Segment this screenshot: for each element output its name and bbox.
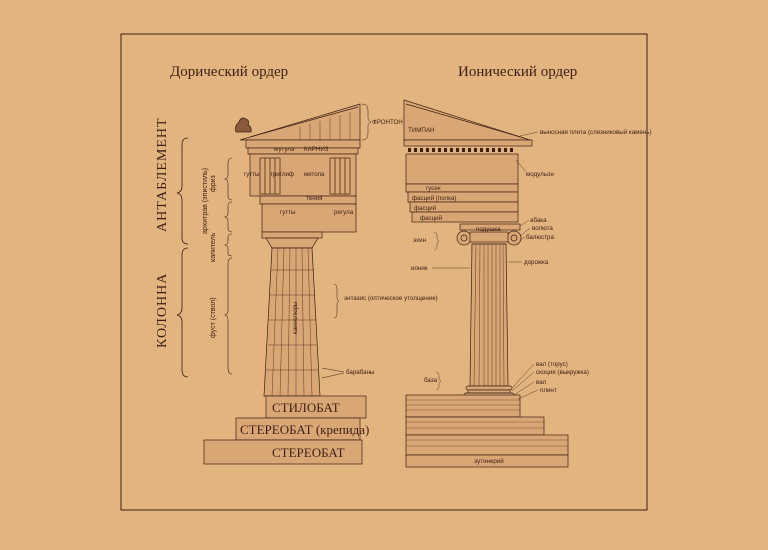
triglyphs — [259, 157, 351, 195]
ionic-step-2 — [405, 416, 545, 436]
doric-title: Дорический ордер — [170, 64, 288, 80]
diagram-frame — [120, 33, 648, 511]
ionic-corona — [403, 139, 533, 147]
drums-label: барабаны — [346, 369, 375, 376]
plinth-label: плинт — [540, 387, 557, 394]
ionic-euthynteria — [405, 454, 569, 468]
cornice-label: КАРНИЗ — [304, 146, 329, 153]
ionic-frieze — [405, 153, 519, 185]
regula-label: регула — [334, 209, 354, 216]
metope-label: метопа — [304, 171, 325, 178]
drums-arrows — [321, 367, 345, 379]
tympanum-label: ТИМПАН — [408, 127, 434, 134]
echinus-label: эхин — [413, 237, 426, 244]
corona-label: выносная плита (слезниковый камень) — [540, 129, 652, 136]
track-label: дорожка — [524, 259, 549, 266]
fascia-2-label: фасций — [420, 215, 443, 222]
modillion-label: модульон — [526, 171, 554, 178]
scotia-label: скоция (выкружка) — [536, 369, 589, 376]
ionic-fascia-2 — [411, 211, 519, 223]
volute-right — [506, 230, 522, 246]
doric-order — [203, 103, 367, 465]
ionic-torus — [465, 385, 513, 391]
section-braces — [176, 137, 189, 378]
doric-flutes — [271, 247, 313, 397]
pulvinus-label: подушка — [476, 226, 501, 233]
shaft-label: фуст (ствол) — [210, 297, 217, 338]
guttae-top-label: гутты — [244, 171, 260, 178]
cymatium-label: гусек — [426, 185, 441, 192]
volute-left — [456, 230, 472, 246]
stereobate-krepida-label: СТЕРЕОБАТ (крепида) — [240, 422, 369, 437]
column-label: КОЛОННА — [155, 273, 170, 348]
frieze-label: фриз — [210, 175, 217, 192]
pediment-brace — [361, 103, 372, 141]
architrave-label: архитрав (эпистиль) — [202, 168, 209, 234]
stereobate-block — [203, 439, 363, 465]
stereobate-label: СТЕРЕОБАТ — [272, 445, 345, 460]
stylobate-label: СТИЛОБАТ — [272, 400, 340, 415]
dentils — [408, 148, 513, 152]
ionic-scotia — [467, 389, 511, 394]
ionic-leader-lines — [432, 131, 539, 400]
ionic-title: Ионический ордер — [458, 64, 577, 80]
triglyph-label: триглиф — [270, 171, 294, 178]
fascia-1-label: фасций — [414, 205, 437, 212]
balustrade-label: балюстра — [526, 234, 554, 241]
euthynteria-label: эутинерий — [474, 458, 504, 465]
capital-label: капитель — [210, 232, 217, 262]
doric-drums — [266, 269, 318, 371]
entasis-brace — [333, 283, 340, 319]
mutule-label: мутула — [274, 146, 295, 153]
doric-echinus — [265, 237, 319, 249]
ionic-echinus — [469, 231, 509, 243]
ionic-cymatium — [405, 183, 519, 193]
doric-cornice — [245, 139, 361, 149]
fascia-shelf-label: фасций (полка) — [412, 195, 456, 202]
ionic-abacus — [459, 223, 521, 231]
ionic-order — [403, 99, 569, 468]
taenia-label: тения — [306, 195, 322, 202]
flutes-label: каннелюры — [292, 301, 299, 334]
pediment-label: ФРОНТОН — [372, 119, 403, 126]
pediment-hatching — [299, 112, 351, 140]
acroterion-icon — [235, 117, 252, 133]
doric-abacus — [261, 231, 323, 239]
doric-sub-braces — [224, 157, 233, 375]
torus-2-label: вал — [536, 379, 547, 386]
ionic-kyma-label: ионик — [411, 265, 428, 272]
entablature-label: АНТАБЛЕМЕНТ — [155, 117, 170, 232]
torus-label: вал (торус) — [536, 361, 568, 368]
abacus-label: абака — [530, 217, 547, 224]
guttae-bottom-label: гутты — [280, 209, 296, 216]
entasis-label: энтазис (оптическое утолщение) — [344, 295, 438, 302]
ionic-flutes — [473, 243, 505, 387]
ionic-step-3 — [405, 434, 569, 456]
base-label: база — [424, 377, 438, 384]
ionic-step-1 — [405, 394, 521, 418]
volute-label: волюта — [532, 225, 553, 232]
